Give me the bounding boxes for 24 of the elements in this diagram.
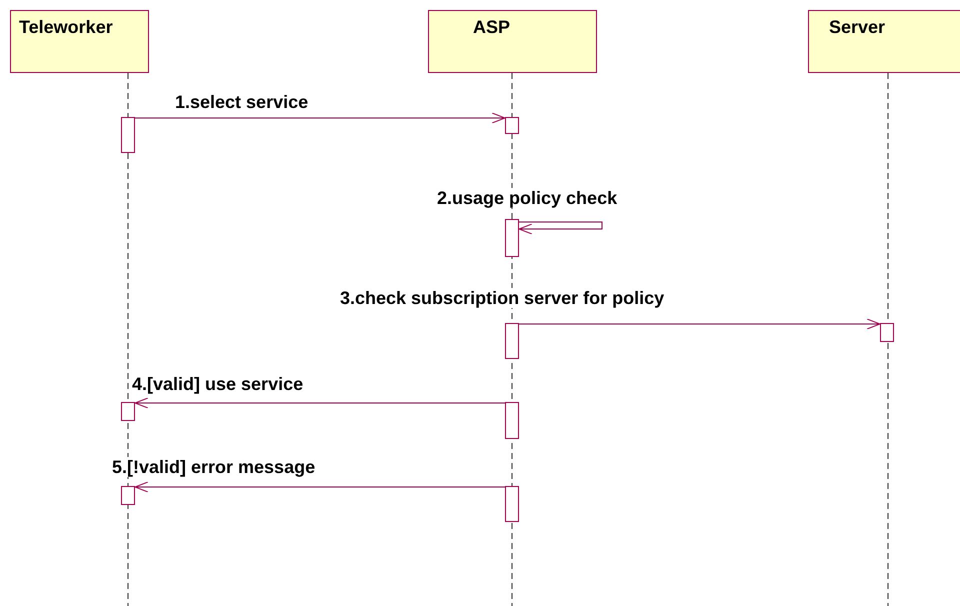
- lifeline-title: ASP: [473, 17, 510, 38]
- lifeline-box: [808, 10, 960, 73]
- activation-bar: [505, 486, 519, 522]
- lifeline-title: Teleworker: [19, 17, 113, 38]
- message-arrow: [518, 222, 602, 234]
- activation-bar: [121, 486, 135, 505]
- edge-label: 2.usage policy check: [437, 188, 618, 208]
- message-arrow: [134, 398, 506, 408]
- activation-bar: [880, 323, 894, 342]
- activation-bar: [121, 402, 135, 421]
- message-arrow: [518, 318, 880, 330]
- lifeline-title: Server: [829, 17, 886, 38]
- activation-bar: [505, 402, 519, 439]
- message-arrow: [134, 482, 506, 492]
- edge-label: 3.check subscription server for policy: [340, 288, 664, 308]
- actor-box: [10, 10, 149, 73]
- edge-label: 5.[!valid] error message: [112, 457, 316, 477]
- activation-bar: [505, 117, 519, 134]
- activation-bar: [505, 323, 519, 359]
- lifeline-box: [428, 10, 597, 73]
- activation-bar: [505, 219, 519, 257]
- edge-label: 4.[valid] use service: [132, 374, 304, 394]
- message-arrow: [134, 112, 506, 124]
- activation-bar: [121, 117, 135, 153]
